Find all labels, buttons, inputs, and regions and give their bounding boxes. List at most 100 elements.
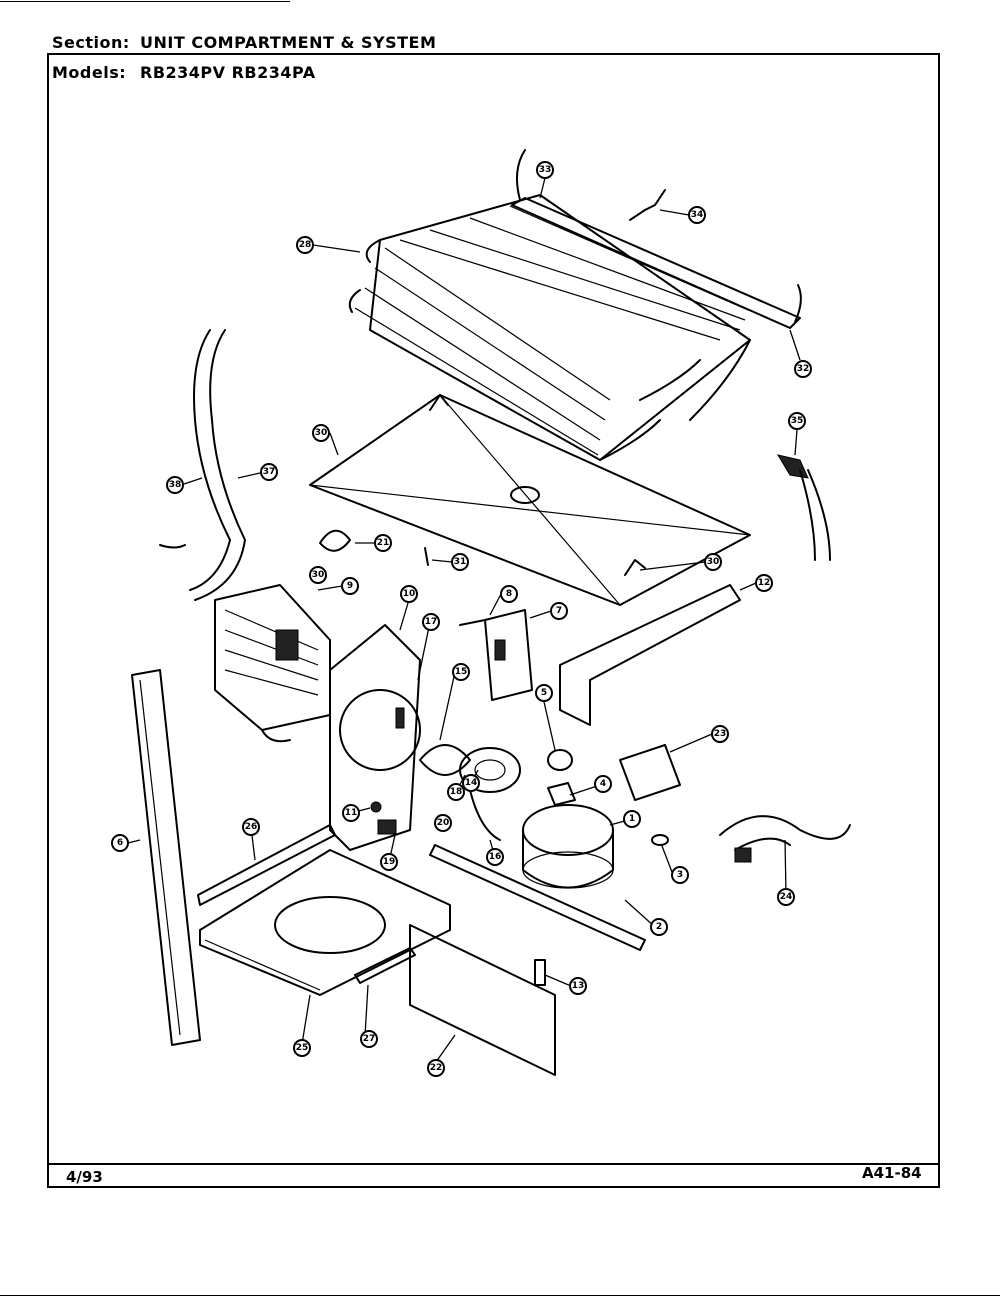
callout-label: 16: [489, 852, 502, 862]
callout-label: 15: [455, 667, 468, 677]
callout-28: 28: [296, 236, 314, 254]
callout-label: 21: [377, 538, 390, 548]
bracket-mount: [319, 529, 351, 552]
access-panel: [409, 924, 556, 1076]
models-value: RB234PV RB234PA: [140, 63, 316, 82]
drier-part: [776, 454, 831, 561]
callout-2: 2: [650, 918, 668, 936]
grommet: [651, 834, 669, 846]
callout-label: 2: [656, 922, 662, 932]
callout-22: 22: [427, 1059, 445, 1077]
temperature-control: [619, 744, 681, 801]
callout-16: 16: [486, 848, 504, 866]
callout-label: 22: [430, 1063, 443, 1073]
callout-17: 17: [422, 613, 440, 631]
callout-label: 8: [506, 589, 512, 599]
gasket-panel: [131, 669, 201, 1046]
callout-label: 23: [714, 729, 727, 739]
callout-23: 23: [711, 725, 729, 743]
callout-37: 37: [260, 463, 278, 481]
callout-label: 30: [312, 570, 325, 580]
callout-label: 26: [245, 822, 258, 832]
callout-label: 24: [780, 892, 793, 902]
callout-label: 14: [465, 778, 478, 788]
diagram-frame: [47, 53, 940, 1188]
callout-5: 5: [535, 684, 553, 702]
callout-12: 12: [755, 574, 773, 592]
callout-label: 9: [347, 581, 353, 591]
callout-label: 37: [263, 467, 276, 477]
callout-label: 31: [454, 557, 467, 567]
revision-date: 4/93: [66, 1168, 103, 1186]
callout-label: 18: [450, 787, 463, 797]
relay-overload: [459, 609, 533, 701]
clip-part: [629, 189, 666, 221]
callout-label: 20: [437, 818, 450, 828]
callout-label: 5: [541, 688, 547, 698]
callout-11: 11: [342, 804, 360, 822]
callout-26: 26: [242, 818, 260, 836]
callout-38: 38: [166, 476, 184, 494]
callout-20: 20: [434, 814, 452, 832]
condenser-rail: [511, 149, 802, 329]
callout-label: 17: [425, 617, 438, 627]
callout-15: 15: [452, 663, 470, 681]
callout-31: 31: [451, 553, 469, 571]
models-header: Models: RB234PV RB234PA: [52, 63, 316, 82]
callout-label: 4: [600, 779, 606, 789]
nut: [370, 801, 382, 813]
callout-9: 9: [341, 577, 359, 595]
callout-30-left: 30: [309, 566, 327, 584]
capillary-tubes: [159, 329, 246, 601]
callout-24: 24: [777, 888, 795, 906]
callout-30-right: 30: [704, 553, 722, 571]
callout-1: 1: [623, 810, 641, 828]
callout-label: 35: [791, 416, 804, 426]
models-label: Models:: [52, 63, 127, 82]
base-rail: [429, 844, 646, 951]
callout-18: 18: [447, 783, 465, 801]
callout-34: 34: [688, 206, 706, 224]
side-rail: [197, 824, 336, 906]
callout-8: 8: [500, 585, 518, 603]
bracket: [534, 959, 546, 986]
callout-label: 3: [677, 870, 683, 880]
callout-label: 33: [539, 165, 552, 175]
callout-10: 10: [400, 585, 418, 603]
callout-label: 30: [707, 557, 720, 567]
callout-21: 21: [374, 534, 392, 552]
callout-label: 11: [345, 808, 358, 818]
callout-label: 7: [556, 606, 562, 616]
fan-shroud: [329, 624, 421, 851]
callout-label: 34: [691, 210, 704, 220]
unit-cover: [559, 584, 741, 726]
callout-14: 14: [462, 774, 480, 792]
callout-label: 10: [403, 589, 416, 599]
start-relay: [377, 819, 397, 835]
callout-label: 1: [629, 814, 635, 824]
callout-35: 35: [788, 412, 806, 430]
top-edge-rule: [0, 1, 290, 2]
callout-4: 4: [594, 775, 612, 793]
condenser-coil: [348, 194, 751, 461]
callout-33: 33: [536, 161, 554, 179]
section-label: Section:: [52, 33, 130, 52]
callout-label: 12: [758, 578, 771, 588]
callout-30-top: 30: [312, 424, 330, 442]
callout-label: 19: [383, 857, 396, 867]
screw: [424, 547, 429, 566]
front-rail: [354, 947, 416, 984]
fan-blade: [419, 744, 471, 776]
callout-label: 13: [572, 981, 585, 991]
section-value: UNIT COMPARTMENT & SYSTEM: [140, 33, 437, 52]
document-number: A41-84: [862, 1164, 922, 1182]
evaporator-coil: [214, 584, 331, 743]
capacitor: [547, 749, 573, 771]
callout-25: 25: [293, 1039, 311, 1057]
compressor: [522, 804, 614, 889]
callout-label: 30: [315, 428, 328, 438]
callout-6: 6: [111, 834, 129, 852]
callout-label: 32: [797, 364, 810, 374]
callout-label: 38: [169, 480, 182, 490]
